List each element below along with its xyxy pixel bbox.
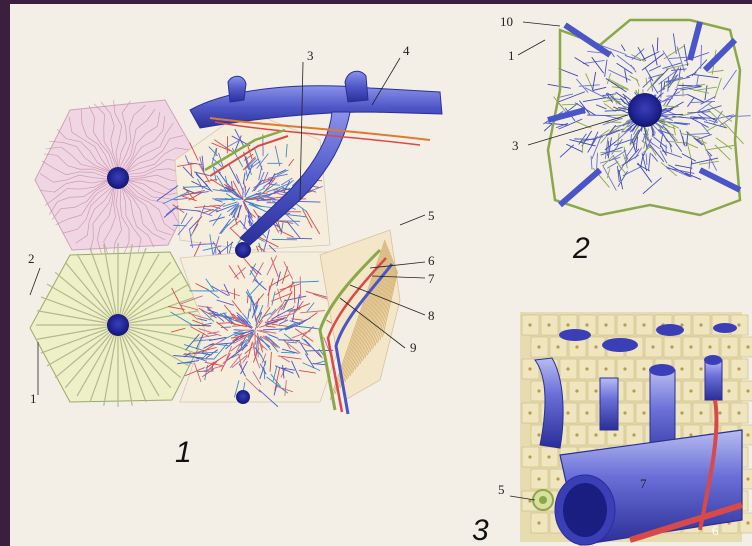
label-6-panel-3: 6 [712,523,719,538]
central-vein-green [107,314,129,336]
label-10: 10 [500,14,513,29]
central-vein-panel-2 [628,93,662,127]
label-9: 9 [410,340,417,355]
central-vein-lower-network [236,390,250,404]
label-8: 8 [428,308,435,323]
label-1-panel-2: 1 [508,48,515,63]
label-5-panel-3: 5 [498,482,505,497]
label-7-panel-3: 7 [640,476,647,491]
label-4: 4 [403,43,410,58]
panel-2-lobule [543,20,750,220]
panel-3-block [520,312,752,545]
label-3: 3 [307,48,314,63]
central-vein-pink [107,167,129,189]
portal-region [320,230,400,400]
label-6: 6 [428,253,435,268]
panel-2-caption: 2 [572,232,590,265]
label-1: 1 [30,391,37,406]
label-3-panel-2: 3 [512,138,519,153]
panel-1-caption: 1 [175,436,192,469]
label-7: 7 [428,271,435,286]
label-5: 5 [428,208,435,223]
panel-1-lobules [30,100,400,407]
label-2: 2 [28,251,35,266]
panel-3-caption: 3 [472,514,489,546]
